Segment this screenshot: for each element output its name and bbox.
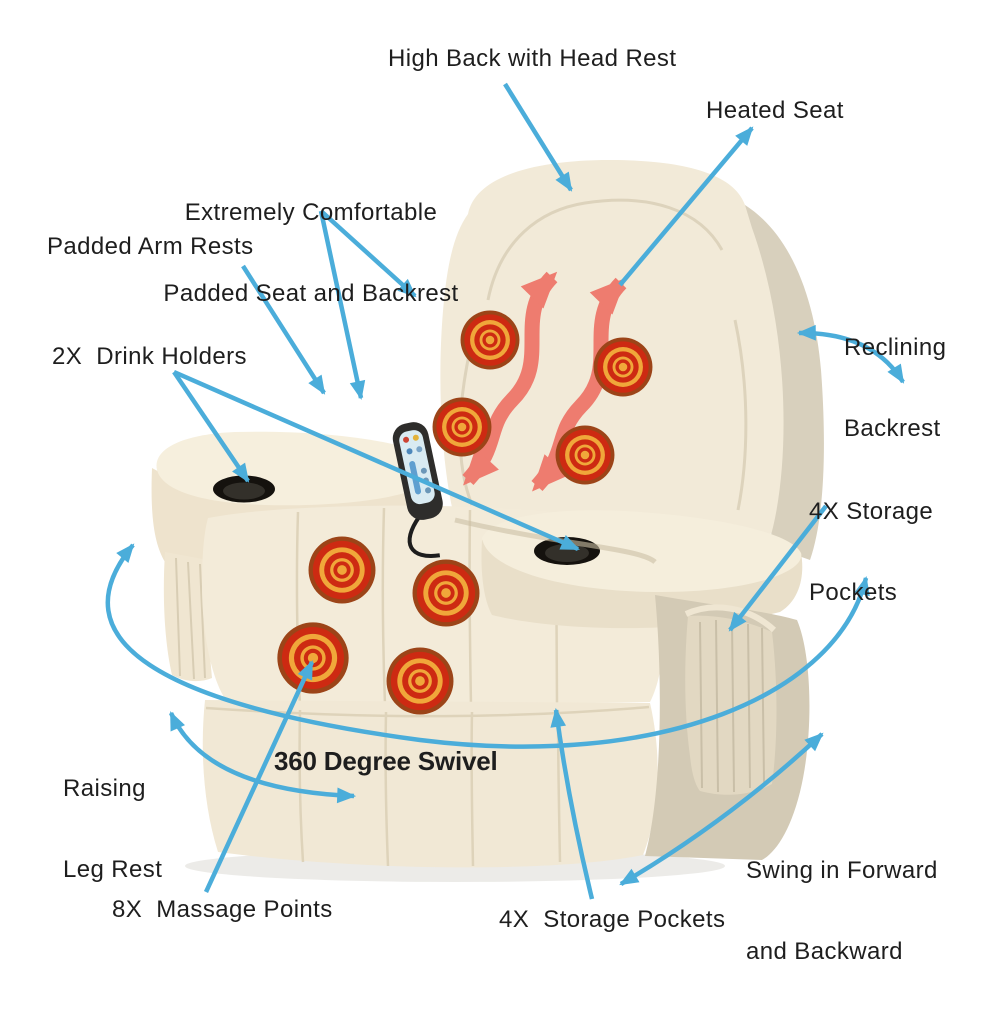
label-comfortable: Extremely Comfortable Padded Seat and Ba…	[150, 145, 472, 361]
label-padded-arm-rests: Padded Arm Rests	[47, 233, 254, 260]
massage-point-icon	[432, 397, 492, 457]
arrow-swing	[619, 732, 824, 886]
massage-point-icon	[593, 337, 653, 397]
massage-point-icon	[555, 425, 615, 485]
arrow-reclining	[796, 324, 905, 384]
label-raising-line2: Leg Rest	[63, 856, 163, 883]
arrow-comfortable-backrest	[319, 209, 417, 298]
back-seam-right	[733, 319, 748, 511]
label-storage-pockets-right: 4X Storage Pockets	[809, 444, 933, 660]
arrow-comfortable-seat	[318, 210, 366, 401]
arrow-storage-bottom	[550, 707, 595, 900]
seat-seams	[295, 507, 559, 706]
label-heated-seat: Heated Seat	[706, 97, 844, 124]
arrow-360-swivel	[105, 543, 870, 749]
label-comfortable-line2: Padded Seat and Backrest	[163, 280, 459, 307]
headrest-seam	[486, 198, 724, 301]
label-swing-line1: Swing in Forward	[746, 857, 938, 884]
arrow-heated-seat	[618, 126, 754, 287]
label-reclining-line2: Backrest	[844, 415, 941, 442]
label-storage-pockets-bottom: 4X Storage Pockets	[499, 906, 726, 933]
cup-holder-left-inner	[223, 482, 265, 500]
arrow-high-back	[503, 82, 573, 192]
label-360-swivel: 360 Degree Swivel	[274, 746, 498, 776]
label-raising-leg-rest: Raising Leg Rest	[63, 721, 162, 937]
arrow-drink-right	[173, 369, 580, 552]
massage-point-icon	[308, 536, 376, 604]
callout-arrows	[105, 82, 905, 900]
massage-point-icon	[277, 622, 349, 694]
label-swing-line2: and Backward	[746, 938, 903, 965]
label-reclining-backrest: Reclining Backrest	[844, 280, 946, 496]
arrow-raising-legrest	[168, 711, 357, 804]
arrow-drink-left	[172, 370, 250, 483]
right-pocket-flap	[684, 604, 777, 633]
label-storage-right-line1: 4X Storage	[809, 498, 934, 525]
massage-point-icon	[386, 647, 454, 715]
label-drink-holders: 2X Drink Holders	[52, 343, 247, 370]
label-swing: Swing in Forward and Backward	[746, 803, 938, 1019]
arrow-massage-points	[203, 660, 315, 893]
right-pocket-pleats	[699, 619, 765, 793]
label-comfortable-line1: Extremely Comfortable	[184, 199, 438, 226]
label-raising-line1: Raising	[63, 775, 146, 802]
remote-control	[392, 422, 443, 558]
label-storage-right-line2: Pockets	[809, 579, 898, 606]
arrow-padded-arm	[241, 264, 326, 395]
cup-holder-right-inner	[545, 544, 589, 562]
recliner-chair	[151, 160, 824, 882]
label-massage-points: 8X Massage Points	[112, 896, 333, 923]
label-high-back: High Back with Head Rest	[388, 45, 677, 72]
massage-point-icon	[412, 559, 480, 627]
label-reclining-line1: Reclining	[844, 334, 947, 361]
backrest-side-panel	[745, 205, 824, 560]
